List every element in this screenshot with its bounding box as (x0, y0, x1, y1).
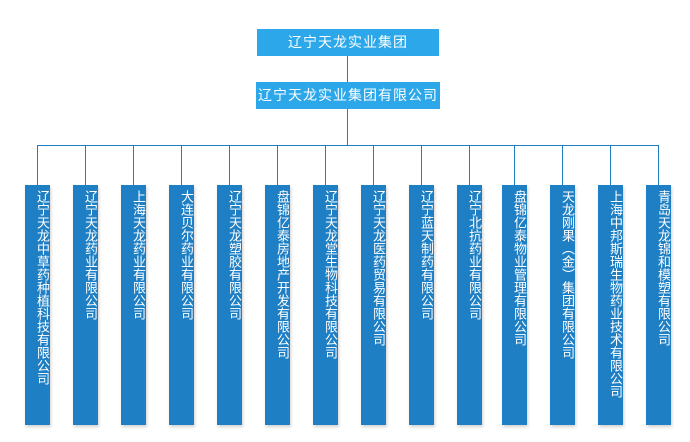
connector-drop-5 (229, 145, 230, 185)
connector-root-to-company (347, 56, 348, 82)
org-node-subsidiary-label: 上海中邦斯瑞生物药业技术有限公司 (607, 190, 622, 398)
connector-drop-11 (514, 145, 515, 185)
org-node-subsidiary-12[interactable]: 天龙刚果（金）集团有限公司 (550, 185, 575, 425)
org-node-subsidiary-4[interactable]: 大连贝尔药业有限公司 (169, 185, 194, 425)
org-node-subsidiary-label: 辽宁天龙堂生物科技有限公司 (322, 190, 337, 359)
org-node-company[interactable]: 辽宁天龙实业集团有限公司 (256, 82, 440, 109)
connector-drop-12 (562, 145, 563, 185)
org-node-subsidiary-label: 辽宁天龙中草药种植科技有限公司 (34, 190, 49, 385)
org-node-company-label: 辽宁天龙实业集团有限公司 (258, 87, 438, 104)
org-node-subsidiary-13[interactable]: 上海中邦斯瑞生物药业技术有限公司 (598, 185, 623, 425)
connector-drop-2 (85, 145, 86, 185)
org-node-subsidiary-label: 大连贝尔药业有限公司 (178, 190, 193, 320)
connector-horizontal-bus (37, 145, 658, 146)
org-node-subsidiary-label: 青岛天龙锦和模塑有限公司 (655, 190, 670, 346)
org-node-subsidiary-label: 上海天龙药业有限公司 (130, 190, 145, 320)
org-node-root-label: 辽宁天龙实业集团 (288, 34, 408, 51)
org-node-subsidiary-label: 天龙刚果（金）集团有限公司 (559, 190, 574, 359)
connector-drop-6 (277, 145, 278, 185)
org-node-subsidiary-label: 辽宁北抗药业有限公司 (466, 190, 481, 320)
connector-company-to-bus (347, 109, 348, 145)
connector-drop-9 (421, 145, 422, 185)
org-node-subsidiary-6[interactable]: 盘锦亿泰房地产开发有限公司 (265, 185, 290, 425)
connector-drop-14 (658, 145, 659, 185)
org-node-subsidiary-label: 盘锦亿泰房地产开发有限公司 (274, 190, 289, 359)
connector-drop-10 (469, 145, 470, 185)
connector-drop-8 (373, 145, 374, 185)
org-node-subsidiary-5[interactable]: 辽宁天龙塑胶有限公司 (217, 185, 242, 425)
org-node-subsidiary-label: 辽宁天龙塑胶有限公司 (226, 190, 241, 320)
connector-drop-1 (37, 145, 38, 185)
connector-drop-3 (133, 145, 134, 185)
org-node-subsidiary-2[interactable]: 辽宁天龙药业有限公司 (73, 185, 98, 425)
org-node-subsidiary-label: 盘锦亿泰物业管理有限公司 (511, 190, 526, 346)
org-node-subsidiary-14[interactable]: 青岛天龙锦和模塑有限公司 (646, 185, 671, 425)
org-node-subsidiary-11[interactable]: 盘锦亿泰物业管理有限公司 (502, 185, 527, 425)
connector-drop-13 (610, 145, 611, 185)
org-node-subsidiary-1[interactable]: 辽宁天龙中草药种植科技有限公司 (25, 185, 50, 425)
org-node-subsidiary-label: 辽宁天龙药业有限公司 (82, 190, 97, 320)
org-node-subsidiary-3[interactable]: 上海天龙药业有限公司 (121, 185, 146, 425)
org-node-subsidiary-7[interactable]: 辽宁天龙堂生物科技有限公司 (313, 185, 338, 425)
org-node-subsidiary-label: 辽宁蓝天制药有限公司 (418, 190, 433, 320)
org-node-subsidiary-10[interactable]: 辽宁北抗药业有限公司 (457, 185, 482, 425)
org-node-root[interactable]: 辽宁天龙实业集团 (257, 29, 439, 56)
connector-drop-4 (181, 145, 182, 185)
connector-drop-7 (325, 145, 326, 185)
org-node-subsidiary-8[interactable]: 辽宁天龙医药贸易有限公司 (361, 185, 386, 425)
org-node-subsidiary-9[interactable]: 辽宁蓝天制药有限公司 (409, 185, 434, 425)
org-node-subsidiary-label: 辽宁天龙医药贸易有限公司 (370, 190, 385, 346)
